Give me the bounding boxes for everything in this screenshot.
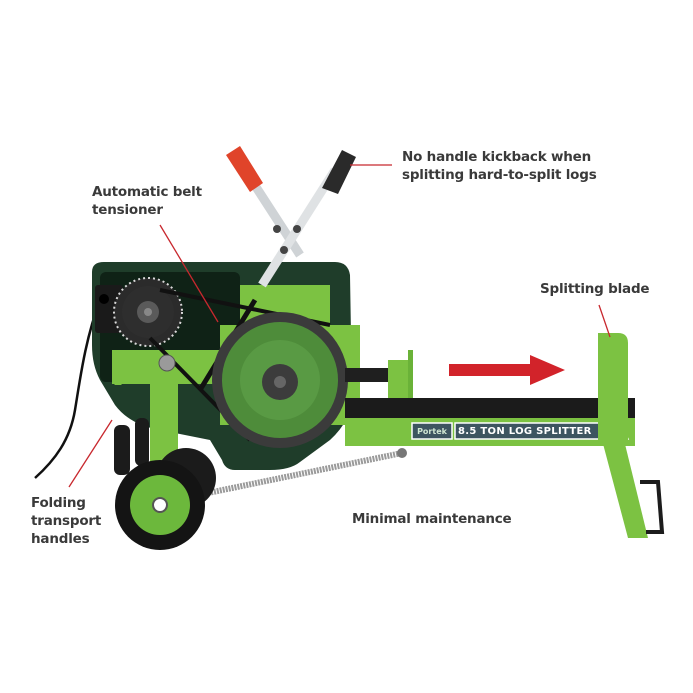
splitting-blade xyxy=(598,333,628,440)
callout-line-tensioner xyxy=(159,224,219,323)
switch-knob xyxy=(99,294,109,304)
callout-handles: Folding transport handles xyxy=(31,494,101,548)
transport-handle-hook xyxy=(114,368,129,386)
flywheel-bolt xyxy=(274,376,286,388)
motor-pulley-bolt xyxy=(144,308,152,316)
splitting-direction-arrow xyxy=(449,355,565,385)
carry-handle xyxy=(640,480,665,534)
rear-leg xyxy=(602,440,648,538)
wheel-axle-cap xyxy=(152,497,168,513)
model-decal-text: 8.5 TON LOG SPLITTER xyxy=(458,426,592,437)
splitter-beam-rail xyxy=(345,398,635,418)
brand-decal-box xyxy=(411,422,453,440)
power-cord xyxy=(34,299,102,479)
lever-pivot-1 xyxy=(273,225,281,233)
red-handle-grip xyxy=(226,146,263,192)
callout-handles-line1: Folding xyxy=(31,495,86,511)
callout-maintenance-line1: Minimal maintenance xyxy=(352,511,512,527)
callout-tensioner-line2: tensioner xyxy=(92,202,163,218)
spring-anchor xyxy=(397,448,407,458)
lever-pivot-3 xyxy=(280,246,288,254)
callout-handles-line3: handles xyxy=(31,531,90,547)
callout-blade-line1: Splitting blade xyxy=(540,281,650,297)
transport-handle-grip-rear xyxy=(135,418,149,466)
callout-kickback: No handle kickback when splitting hard-t… xyxy=(402,148,597,184)
callout-handles-line2: transport xyxy=(31,513,102,529)
callout-tensioner: Automatic belt tensioner xyxy=(92,183,202,219)
callout-kickback-line2: splitting hard-to-split logs xyxy=(402,167,597,183)
push-plate-edge xyxy=(408,350,413,400)
idler-pulley xyxy=(158,354,176,372)
return-spring xyxy=(207,450,403,496)
callout-maintenance: Minimal maintenance xyxy=(352,510,512,528)
callout-tensioner-line1: Automatic belt xyxy=(92,184,202,200)
transport-handle-grip-front xyxy=(114,425,130,475)
callout-line-blade xyxy=(598,304,611,338)
callout-line-handles xyxy=(68,419,113,488)
callout-kickback-line1: No handle kickback when xyxy=(402,149,592,165)
brand-decal-text: Portek xyxy=(417,427,447,436)
lever-pivot-2 xyxy=(293,225,301,233)
callout-blade: Splitting blade xyxy=(540,280,650,298)
black-handle-grip xyxy=(322,150,356,194)
